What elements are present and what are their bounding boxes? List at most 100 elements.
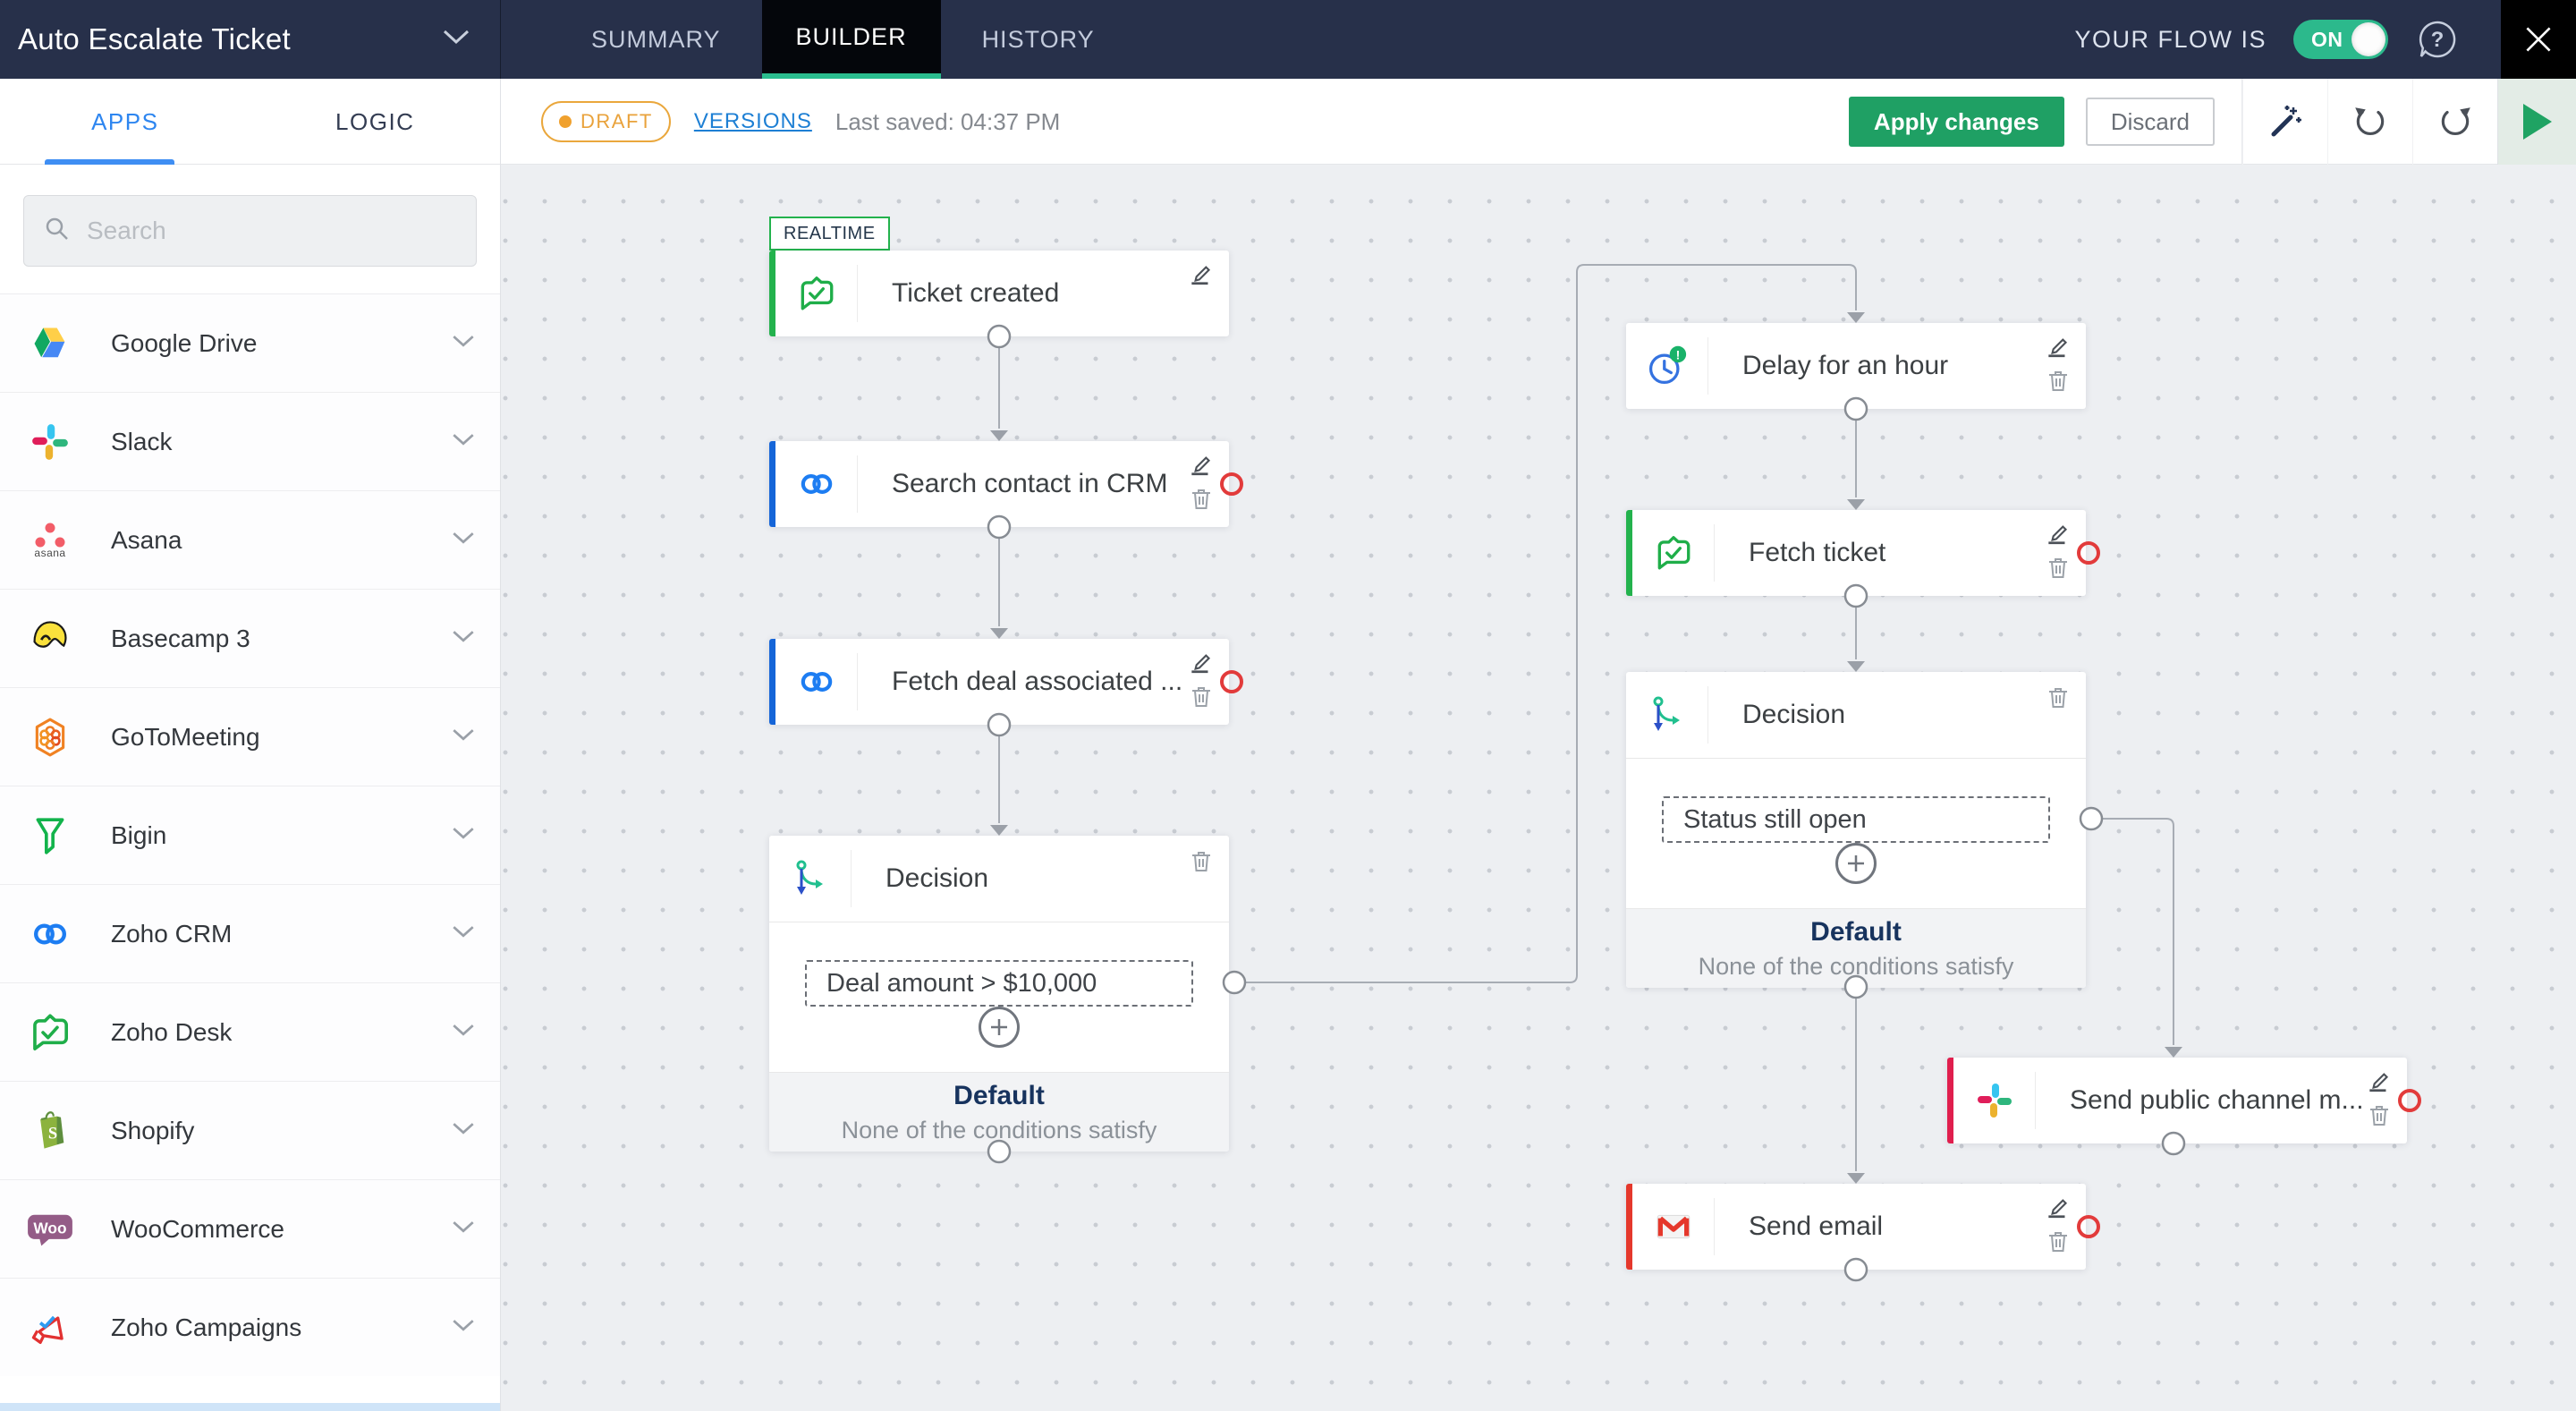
versions-link[interactable]: VERSIONS [693, 109, 812, 133]
zoho-desk-icon [775, 265, 858, 322]
svg-text:!: ! [1675, 347, 1680, 361]
tab-summary[interactable]: SUMMARY [591, 25, 721, 53]
condition-box[interactable]: Deal amount > $10,000 [805, 960, 1193, 1007]
node-fetch-ticket[interactable]: Fetch ticket [1626, 510, 2100, 596]
chevron-down-icon[interactable] [452, 1220, 475, 1238]
chevron-down-icon[interactable] [452, 1122, 475, 1140]
delete-icon[interactable] [2043, 366, 2073, 396]
flow-connectors [987, 264, 2186, 1282]
chevron-down-icon[interactable] [452, 433, 475, 451]
edit-icon[interactable] [2043, 330, 2073, 361]
apps-tab-underline [45, 159, 174, 165]
toggle-knob[interactable] [2351, 22, 2385, 56]
app-search-box[interactable] [23, 195, 477, 267]
undo-icon[interactable] [2327, 79, 2412, 165]
sidebar-item-zoho-crm[interactable]: Zoho CRM [0, 884, 500, 982]
redo-icon[interactable] [2412, 79, 2497, 165]
chevron-down-icon[interactable] [452, 531, 475, 549]
add-condition-icon[interactable] [1835, 843, 1877, 884]
node-search-contact-crm[interactable]: Search contact in CRM [769, 441, 1243, 527]
node-decision-deal-amount[interactable]: Decision Deal amount > $10,000 Default N… [769, 836, 1229, 1152]
sidebar-item-zoho-desk[interactable]: Zoho Desk [0, 982, 500, 1081]
tab-history[interactable]: HISTORY [981, 25, 1095, 53]
delete-icon[interactable] [2043, 683, 2073, 713]
zoho-desk-icon [25, 1007, 75, 1058]
sidebar-item-shopify[interactable]: S Shopify [0, 1081, 500, 1179]
condition-box[interactable]: Status still open [1662, 796, 2050, 843]
flow-on-toggle[interactable]: ON [2293, 20, 2388, 59]
error-indicator-icon [2398, 1089, 2421, 1112]
node-send-email[interactable]: Send email [1626, 1184, 2100, 1270]
node-ticket-created[interactable]: Ticket created [769, 251, 1229, 336]
tab-logic[interactable]: LOGIC [335, 107, 415, 135]
chevron-down-icon[interactable] [452, 827, 475, 845]
last-saved-text: Last saved: 04:37 PM [835, 107, 1061, 135]
edit-icon[interactable] [2364, 1065, 2394, 1095]
chevron-down-icon[interactable] [452, 630, 475, 648]
apps-sidebar: Google Drive Slack asana [0, 165, 501, 1411]
flow-canvas[interactable]: REALTIME Ticket created Search contact i… [502, 166, 2576, 1411]
help-icon[interactable]: ? [2415, 17, 2460, 62]
sidebar-item-gotomeeting[interactable]: GoToMeeting [0, 687, 500, 786]
decision-icon [1626, 686, 1708, 744]
magic-wand-icon[interactable] [2242, 79, 2327, 165]
node-fetch-deal[interactable]: Fetch deal associated ... [769, 639, 1243, 725]
asana-icon: asana [25, 515, 75, 565]
basecamp-icon [25, 614, 75, 664]
sidebar-tabs: APPS LOGIC [0, 79, 501, 165]
search-icon [44, 216, 71, 247]
zoho-campaigns-icon [25, 1303, 75, 1353]
sidebar-item-google-drive[interactable]: Google Drive [0, 293, 500, 392]
sidebar-item-woocommerce[interactable]: Woo WooCommerce [0, 1179, 500, 1278]
edit-icon[interactable] [1186, 258, 1216, 288]
delay-clock-icon: ! [1626, 337, 1708, 395]
play-icon [2522, 104, 2552, 140]
run-flow-button[interactable] [2497, 79, 2576, 165]
delete-icon[interactable] [1186, 682, 1216, 712]
chevron-down-icon[interactable] [452, 1319, 475, 1337]
tab-builder[interactable]: BUILDER [761, 0, 941, 79]
add-condition-icon[interactable] [979, 1007, 1020, 1048]
apply-changes-button[interactable]: Apply changes [1848, 97, 2064, 147]
search-input[interactable] [87, 217, 456, 245]
draft-dot-icon [559, 115, 572, 128]
delete-icon[interactable] [1186, 484, 1216, 514]
svg-text:?: ? [2431, 28, 2445, 52]
flow-status-label: YOUR FLOW IS [2074, 25, 2267, 53]
node-decision-status[interactable]: Decision Status still open Default None … [1626, 672, 2086, 988]
woocommerce-icon: Woo [25, 1204, 75, 1254]
flow-name-selector[interactable]: Auto Escalate Ticket [0, 0, 501, 79]
sidebar-item-asana[interactable]: asana Asana [0, 490, 500, 589]
node-slack-message[interactable]: Send public channel m... [1947, 1058, 2421, 1143]
sidebar-item-zoho-campaigns[interactable]: Zoho Campaigns [0, 1278, 500, 1376]
edit-icon[interactable] [2043, 517, 2073, 548]
tab-apps[interactable]: APPS [91, 107, 159, 135]
edit-icon[interactable] [1186, 646, 1216, 676]
chevron-down-icon[interactable] [452, 728, 475, 746]
error-indicator-icon [2077, 1215, 2100, 1238]
error-indicator-icon [2077, 541, 2100, 565]
chevron-down-icon[interactable] [452, 335, 475, 353]
flow-view-tabs: SUMMARY BUILDER HISTORY [550, 0, 1136, 79]
discard-button[interactable]: Discard [2085, 98, 2215, 146]
delete-icon[interactable] [1186, 846, 1216, 877]
close-icon[interactable] [2501, 0, 2576, 79]
node-delay[interactable]: ! Delay for an hour [1626, 323, 2086, 409]
delete-icon[interactable] [2364, 1101, 2394, 1131]
zoho-crm-icon [775, 455, 858, 513]
chevron-down-icon[interactable] [452, 925, 475, 943]
gmail-icon [1632, 1198, 1715, 1255]
edit-icon[interactable] [1186, 448, 1216, 479]
sidebar-partial-row-highlight [0, 1403, 500, 1411]
chevron-down-icon[interactable] [452, 1024, 475, 1041]
delete-icon[interactable] [2043, 553, 2073, 583]
sidebar-item-slack[interactable]: Slack [0, 392, 500, 490]
sidebar-item-bigin[interactable]: Bigin [0, 786, 500, 884]
decision-default-branch[interactable]: Default None of the conditions satisfy [769, 1072, 1229, 1152]
delete-icon[interactable] [2043, 1227, 2073, 1257]
sidebar-item-basecamp[interactable]: Basecamp 3 [0, 589, 500, 687]
draft-status-area: DRAFT VERSIONS Last saved: 04:37 PM [541, 79, 1060, 165]
edit-icon[interactable] [2043, 1191, 2073, 1221]
decision-default-branch[interactable]: Default None of the conditions satisfy [1626, 908, 2086, 988]
